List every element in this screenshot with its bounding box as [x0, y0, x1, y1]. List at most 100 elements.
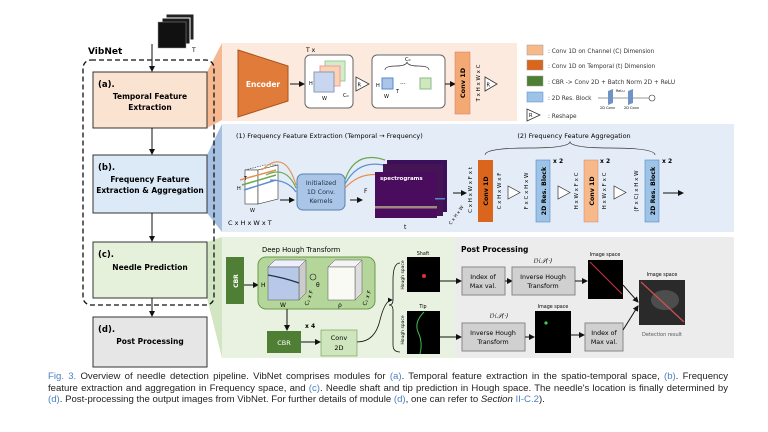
legend: : Conv 1D on Channel (C) Dimension : Con…: [526, 44, 675, 122]
dims-4: H x W x F x C: [602, 172, 608, 209]
hough-space-label: Hough space: [400, 260, 406, 290]
index-label-2: Max val.: [470, 283, 496, 290]
spectrograms-label: spectrograms: [380, 176, 423, 182]
c1f-label: C₁ x F: [362, 290, 373, 307]
encoder-block: [237, 49, 289, 118]
caption-text: ).: [538, 394, 545, 406]
reshape-icon: [557, 185, 571, 200]
x2-label: x 2: [662, 158, 672, 165]
ref-a-link[interactable]: (a): [389, 371, 402, 382]
legend-2dconv-a: 2D Conv: [600, 106, 615, 110]
conv2d-block: [320, 329, 358, 357]
arrow: [622, 284, 639, 303]
ref-d-link[interactable]: (d): [48, 394, 60, 406]
theta-label: θ: [316, 282, 320, 289]
caption-text: . Post-processing the output images from…: [59, 394, 394, 406]
conv2d-label-1: Conv: [331, 334, 348, 342]
w-label: W: [322, 96, 327, 102]
ref-b-link[interactable]: (b): [664, 371, 676, 382]
encoder-label: Encoder: [246, 80, 281, 89]
c1f-label: C₁ x F: [304, 290, 315, 307]
inverse-label-1: Inverse Hough: [520, 274, 566, 281]
co-brace-label: C₀: [405, 57, 411, 63]
co-label: C₀: [343, 93, 349, 99]
dims-1: C x H x W x F: [497, 173, 503, 210]
x2-label: x 2: [600, 158, 610, 165]
tip-hough-image: [407, 311, 440, 354]
module-c[interactable]: (c). Needle Prediction: [92, 241, 208, 299]
w-label: W: [280, 302, 286, 309]
index-label-1: Index of: [591, 330, 617, 337]
module-a[interactable]: (a). Temporal Feature Extraction: [92, 71, 208, 129]
h-label: H: [309, 81, 313, 87]
ref-d-link-2[interactable]: (d): [393, 394, 406, 406]
module-a-label2: Extraction: [128, 103, 171, 112]
conv1d-channel-block-2: [583, 159, 599, 223]
inverse-hough-box-2: [461, 322, 526, 352]
kernels-line3: Kernels: [309, 198, 332, 205]
h-label: H: [237, 186, 241, 192]
dims-3: H x W x F x C: [574, 172, 580, 209]
rho-label: ρ: [338, 302, 342, 309]
tip-label: Tip: [418, 304, 426, 310]
input-dims: C x H x W x T: [228, 219, 272, 227]
legend-reshape: : Reshape: [548, 114, 577, 120]
spectrograms: spectrograms t C x H x W: [375, 160, 466, 231]
dht-title: Deep Hough Transform: [262, 246, 341, 254]
hough-space-label: Hough space: [400, 315, 406, 345]
input-frames: T: [157, 13, 196, 54]
module-c-id: (c).: [98, 250, 114, 260]
cbr-block-2: [267, 331, 301, 353]
res-label: 2D Res. Block: [650, 166, 657, 215]
initialized-kernels: Initialized 1D Conv. Kernels: [296, 173, 346, 211]
reshape-icon: [507, 185, 521, 200]
reshape-label: R: [487, 83, 491, 89]
module-d[interactable]: (d). Post Processing: [92, 316, 208, 368]
cbr-label: CBR: [277, 339, 291, 347]
image-space-label: Image space: [647, 272, 678, 278]
freq-aggregation-title: (2) Frequency Feature Aggregation: [517, 132, 630, 140]
conv1d-label: Conv 1D: [459, 67, 467, 98]
x2-label: x 2: [553, 158, 563, 165]
dims-0: C x H x W x F x t: [468, 166, 474, 213]
vibnet-boundary: [82, 59, 215, 306]
f-label: F: [364, 188, 368, 195]
inverse-hough-box-1: [511, 266, 576, 296]
input-t-label: T: [191, 47, 196, 54]
module-b-label2: Extraction & Aggregation: [96, 186, 204, 195]
iht-label: iℋ𝒯(·): [534, 258, 553, 265]
res-block-2: [644, 159, 660, 223]
sum-icon: [309, 273, 317, 281]
conv1d-label: Conv 1D: [589, 176, 596, 205]
module-b-label: Frequency Feature: [110, 175, 189, 184]
legend-conv-temporal: : Conv 1D on Temporal (t) Dimension: [548, 64, 656, 70]
module-b[interactable]: (b). Frequency Feature Extraction & Aggr…: [92, 154, 208, 214]
module-a-id: (a).: [98, 80, 115, 90]
t-label: T: [243, 176, 248, 182]
inverse-label-1: Inverse Hough: [470, 330, 516, 337]
reshape-icon: [355, 76, 370, 92]
input-volume: H T W C x H x W x T: [228, 164, 279, 227]
detection-result-label: Detection result: [642, 332, 682, 338]
ref-c-link[interactable]: (c): [308, 382, 320, 394]
tip-image-space: [535, 311, 571, 353]
legend-conv-channel: : Conv 1D on Channel (C) Dimension: [548, 49, 655, 55]
conv1d-label: Conv 1D: [483, 176, 490, 205]
funnel-b: [207, 124, 222, 232]
legend-relu: ReLu: [616, 89, 625, 93]
tx-label: T x: [305, 47, 316, 54]
freq-extraction-title: (1) Frequency Feature Extraction (Tempor…: [236, 132, 423, 140]
w-label: W: [384, 94, 389, 100]
conv1d-channel-block: [454, 51, 471, 115]
kernels-line1: Initialized: [306, 180, 336, 187]
inverse-label-2: Transform: [526, 283, 558, 290]
shaft-label: Shaft: [417, 251, 430, 257]
section-ref-link[interactable]: II-C.2: [515, 394, 539, 406]
reshape-icon: [484, 76, 498, 92]
dims-5: (F x C) x H x W: [634, 170, 640, 212]
temporal-cubes-box: [371, 54, 446, 109]
res-block-1: [535, 159, 551, 223]
post-title: Post Processing: [461, 245, 528, 254]
cbr-block: [226, 257, 244, 304]
caption-text: . Needle shaft and tip prediction in Hou…: [319, 382, 728, 394]
